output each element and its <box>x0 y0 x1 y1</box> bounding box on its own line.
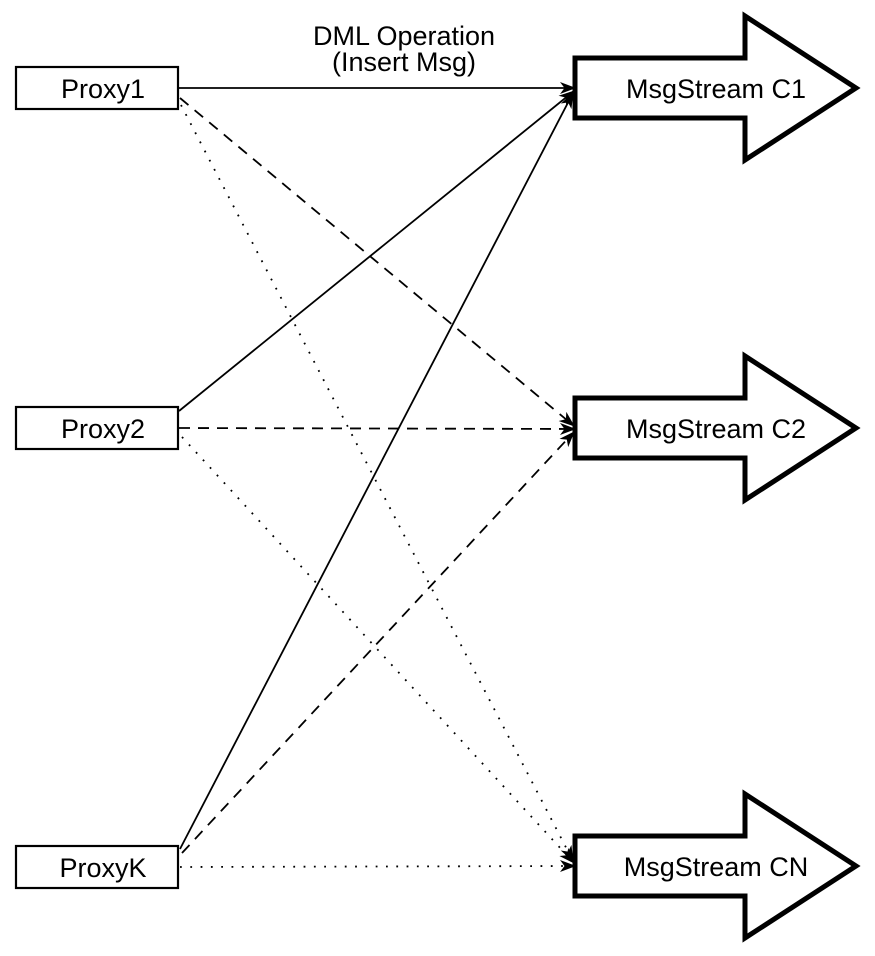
edge-proxy2-to-c1 <box>178 90 575 412</box>
edge-proxyk-to-cn <box>179 860 576 873</box>
proxyk-node <box>14 844 180 890</box>
proxyk-label: ProxyK <box>59 853 146 883</box>
proxy1-label: Proxy1 <box>61 74 145 104</box>
msgstream-c2-arrow <box>572 351 861 505</box>
dml-operation-label-line2: (Insert Msg) <box>332 47 476 77</box>
msgstream-c2-label: MsgStream C2 <box>626 414 806 444</box>
proxy2-label: Proxy2 <box>61 414 145 444</box>
edge-proxy1-to-c2 <box>179 97 575 427</box>
msgstream-cn-arrow <box>572 789 861 943</box>
proxy1-node <box>14 65 180 111</box>
msgstream-c1-label: MsgStream C1 <box>626 74 806 104</box>
edge-proxy2-to-c2 <box>178 422 576 435</box>
edge-proxyk-to-c2 <box>181 431 575 854</box>
dml-operation-label-line1: DML Operation <box>313 21 495 51</box>
proxy2-node <box>14 405 180 451</box>
edge-proxyk-to-c1 <box>179 92 574 850</box>
msgstream-cn-label: MsgStream CN <box>624 852 809 882</box>
edge-proxy2-to-cn <box>181 436 575 864</box>
edge-proxy1-to-cn <box>180 104 574 862</box>
msgstream-c1-arrow <box>572 11 861 165</box>
